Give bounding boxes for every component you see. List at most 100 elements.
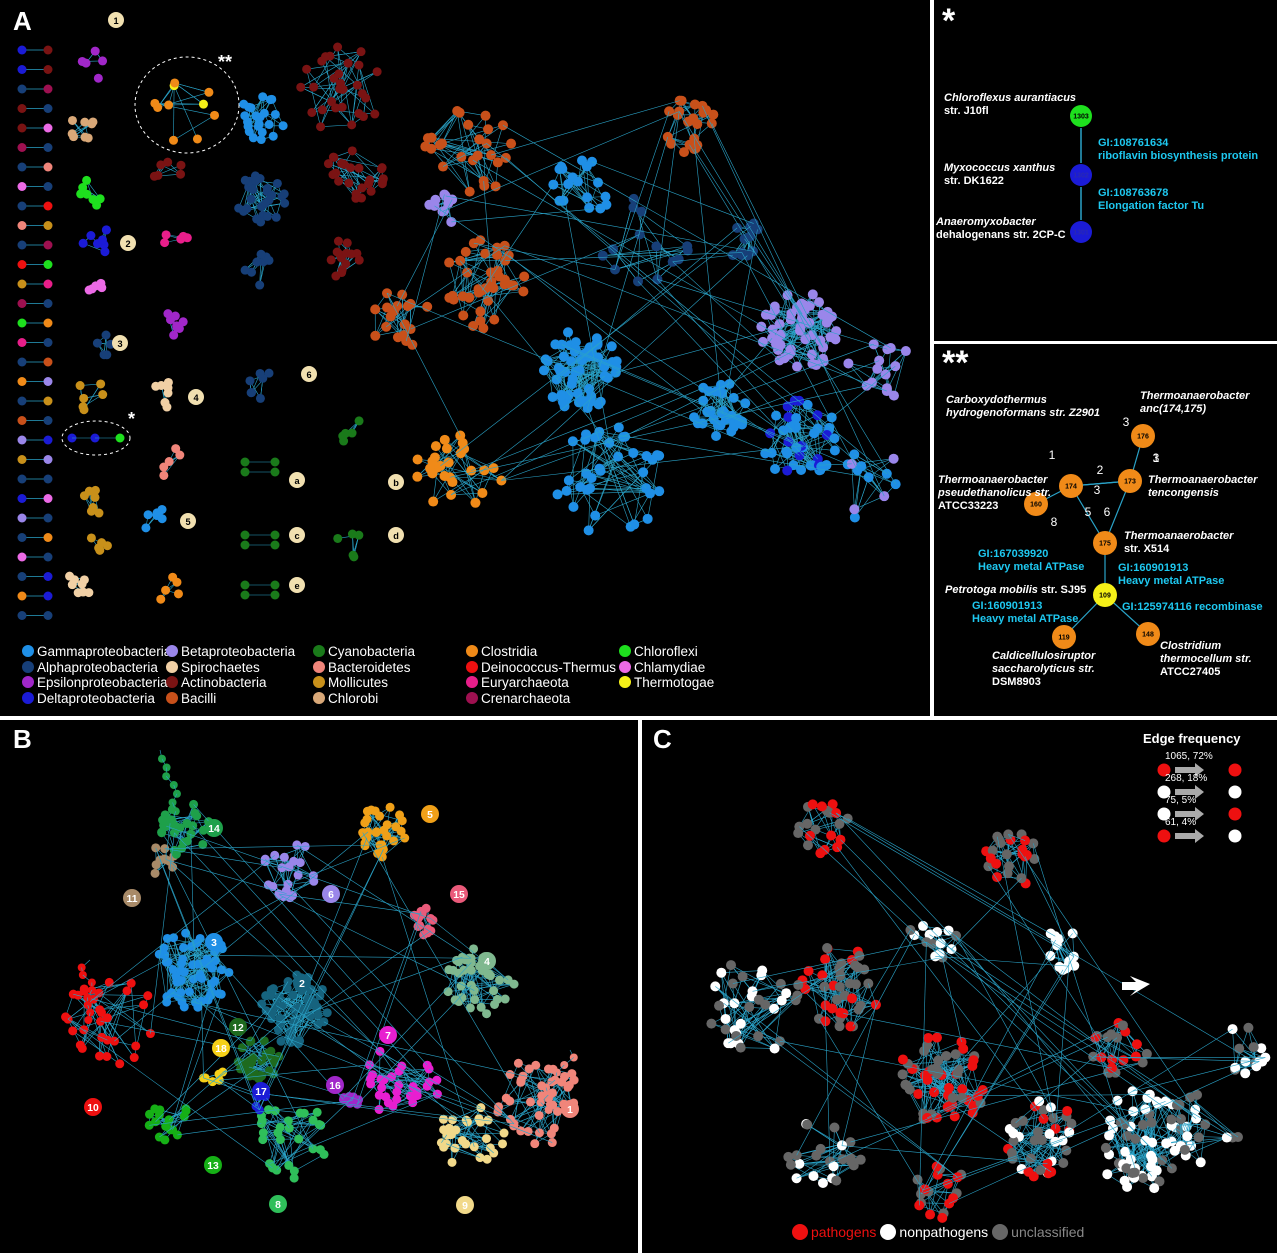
network-edge bbox=[599, 431, 869, 478]
network-node bbox=[845, 1021, 856, 1032]
network-node bbox=[483, 124, 494, 135]
network-edge bbox=[602, 250, 688, 256]
network-edge bbox=[657, 111, 680, 280]
network-node bbox=[793, 979, 804, 990]
network-node bbox=[17, 591, 27, 601]
network-node bbox=[260, 198, 270, 208]
network-node bbox=[477, 487, 488, 498]
network-edge bbox=[501, 344, 874, 481]
network-node bbox=[567, 436, 578, 447]
cluster-badge-label: 17 bbox=[255, 1087, 267, 1098]
network-node bbox=[43, 182, 53, 191]
legend-swatch bbox=[313, 676, 325, 688]
network-node bbox=[80, 117, 90, 127]
cluster-badge bbox=[289, 472, 305, 488]
network-node bbox=[160, 238, 170, 248]
network-node bbox=[349, 552, 359, 562]
network-node bbox=[929, 1087, 940, 1098]
network-edge bbox=[588, 455, 660, 531]
network-node bbox=[1001, 849, 1012, 860]
network-node bbox=[900, 346, 911, 357]
network-node bbox=[613, 451, 624, 462]
network-node bbox=[666, 138, 677, 149]
network-node bbox=[812, 410, 823, 421]
network-edge bbox=[449, 385, 867, 478]
network-edge bbox=[442, 115, 486, 167]
network-node bbox=[342, 238, 352, 248]
network-node bbox=[270, 109, 280, 119]
network-node bbox=[567, 1069, 577, 1079]
network-node bbox=[17, 221, 27, 230]
network-node bbox=[17, 201, 27, 211]
network-node bbox=[258, 92, 268, 102]
network-node bbox=[726, 960, 737, 971]
network-node bbox=[735, 1042, 746, 1053]
network-node bbox=[992, 831, 1003, 842]
legend-label: Alphaproteobacteria bbox=[37, 659, 158, 675]
network-node bbox=[178, 954, 188, 964]
cluster-badge bbox=[388, 474, 404, 490]
legend-swatch bbox=[166, 660, 178, 673]
network-node bbox=[321, 52, 331, 62]
network-edge bbox=[473, 243, 492, 273]
network-node bbox=[256, 249, 266, 259]
network-node bbox=[804, 317, 815, 328]
network-node bbox=[1029, 1135, 1040, 1146]
network-node bbox=[590, 510, 601, 521]
network-node bbox=[756, 970, 767, 981]
network-node bbox=[251, 176, 261, 186]
cluster-badge bbox=[180, 513, 196, 529]
network-edge bbox=[460, 452, 494, 469]
network-node bbox=[454, 968, 464, 978]
network-edge bbox=[405, 194, 445, 342]
network-node bbox=[636, 206, 647, 217]
network-node bbox=[109, 1036, 119, 1046]
legend-label: Bacteroidetes bbox=[328, 659, 411, 675]
edge-weight-label: 8 bbox=[1051, 515, 1058, 529]
network-node bbox=[799, 300, 810, 311]
network-edge bbox=[441, 110, 458, 144]
network-node bbox=[558, 351, 569, 362]
network-node bbox=[17, 162, 27, 172]
network-node bbox=[375, 811, 385, 821]
network-edge bbox=[854, 454, 887, 475]
network-node bbox=[288, 990, 298, 1000]
network-node bbox=[285, 893, 295, 903]
network-node bbox=[1130, 1051, 1141, 1062]
network-node bbox=[104, 977, 114, 987]
network-node bbox=[397, 289, 408, 300]
network-node bbox=[796, 464, 807, 475]
network-node bbox=[849, 504, 860, 515]
network-node bbox=[43, 552, 53, 562]
network-node bbox=[84, 1016, 93, 1024]
network-node bbox=[574, 365, 585, 376]
network-edge bbox=[322, 84, 358, 111]
network-node bbox=[178, 317, 188, 327]
network-node bbox=[43, 201, 53, 211]
network-node bbox=[447, 290, 458, 301]
network-edge bbox=[790, 339, 836, 353]
cluster-badge-label: 10 bbox=[87, 1103, 99, 1114]
network-node bbox=[270, 457, 280, 467]
network-node bbox=[1149, 1183, 1160, 1194]
network-node bbox=[905, 925, 916, 936]
legend-label: Chloroflexi bbox=[634, 644, 698, 659]
network-node bbox=[853, 1004, 864, 1015]
network-node bbox=[176, 234, 186, 244]
network-node bbox=[769, 305, 780, 316]
legend-swatch bbox=[466, 676, 478, 688]
network-node bbox=[302, 64, 312, 74]
network-node bbox=[1151, 1165, 1162, 1176]
network-edge bbox=[572, 441, 651, 494]
network-edge bbox=[375, 307, 388, 336]
network-node bbox=[642, 513, 653, 524]
network-edge bbox=[451, 208, 601, 223]
network-node bbox=[267, 190, 277, 200]
network-node bbox=[271, 212, 281, 222]
network-edge bbox=[483, 180, 492, 282]
cluster-badge-label: 5 bbox=[185, 517, 190, 527]
network-node bbox=[731, 1030, 742, 1041]
network-node bbox=[792, 361, 803, 372]
